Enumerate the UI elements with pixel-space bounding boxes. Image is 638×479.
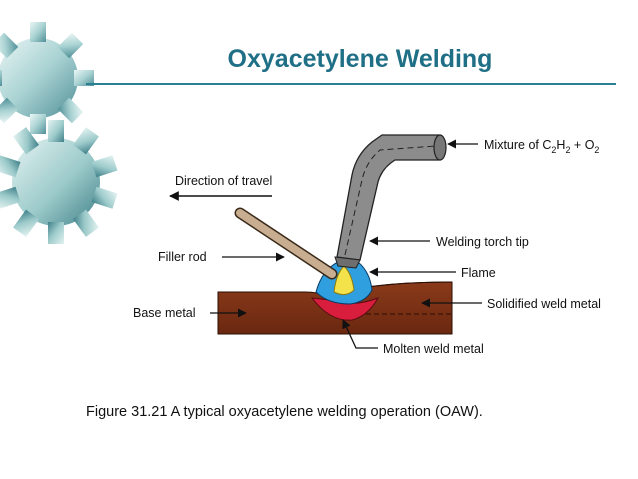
label-solidified: Solidified weld metal: [487, 297, 601, 311]
title-divider: [86, 83, 616, 85]
label-molten: Molten weld metal: [383, 342, 484, 356]
label-base-metal: Base metal: [133, 306, 196, 320]
filler-rod: [234, 207, 338, 280]
label-filler-rod: Filler rod: [158, 250, 207, 264]
gear-icon: [0, 22, 118, 244]
label-mixture: Mixture of C2H2 + O2: [484, 138, 599, 155]
label-direction: Direction of travel: [175, 174, 272, 188]
page-title: Oxyacetylene Welding: [227, 45, 493, 73]
leader-molten: [342, 319, 378, 349]
label-flame: Flame: [461, 266, 496, 280]
label-torch-tip: Welding torch tip: [436, 235, 529, 249]
welding-torch: [334, 134, 447, 269]
figure-caption: Figure 31.21 A typical oxyacetylene weld…: [86, 404, 483, 420]
